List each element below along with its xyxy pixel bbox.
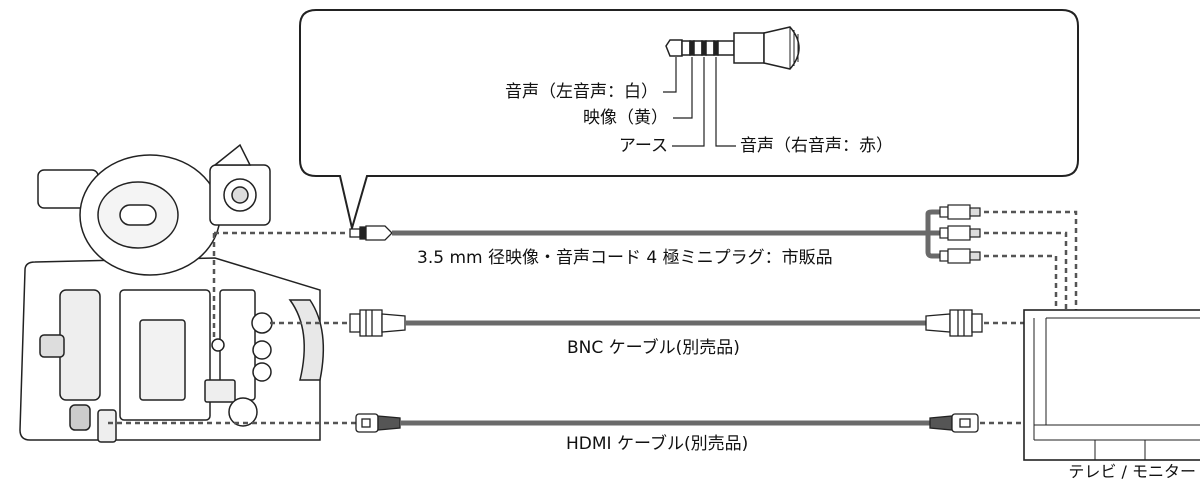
label-ground: アース xyxy=(618,136,668,156)
hdmi-cable-label: HDMI ケーブル(別売品) xyxy=(566,434,749,454)
mini-plug-illustration xyxy=(665,26,800,70)
hdmi-cable xyxy=(108,413,1024,433)
label-right-audio: 音声（右音声：赤） xyxy=(740,136,893,156)
bnc-cable-label: BNC ケーブル(別売品) xyxy=(567,338,740,358)
label-left-audio: 音声（左音声：白） xyxy=(505,82,658,102)
bnc-cable xyxy=(270,309,1024,337)
plug-callout xyxy=(299,9,1079,232)
monitor-illustration xyxy=(1023,309,1200,461)
plug-leader-lines xyxy=(663,57,736,147)
av-cable-label: 3.5 mm 径映像・音声コード 4 極ミニプラグ：市販品 xyxy=(417,248,833,268)
camcorder-illustration xyxy=(19,143,325,443)
label-video: 映像（黄） xyxy=(583,108,668,128)
monitor-label: テレビ / モニター xyxy=(1068,462,1196,481)
av-cable xyxy=(212,204,1078,340)
